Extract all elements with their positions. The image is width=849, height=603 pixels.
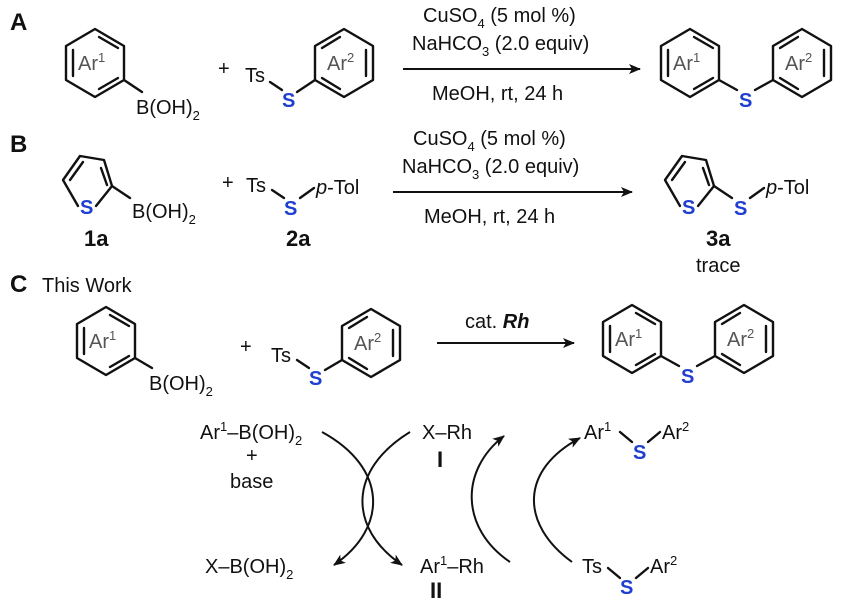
condition-copper: CuSO4 (5 mol %) — [423, 5, 576, 31]
tosyl-label-b: Ts — [246, 175, 266, 197]
c-boronic-acid: B(OH)2 — [149, 373, 213, 399]
compound-3a: 3a — [706, 226, 731, 251]
aryl2-label: Ar2 — [327, 50, 354, 75]
tosyl-label: Ts — [245, 65, 265, 87]
c-plus-sign: + — [240, 336, 252, 358]
thiophene-1a — [61, 154, 132, 208]
boron-byproduct: X–B(OH)2 — [205, 556, 293, 582]
thiophene-3a — [663, 154, 734, 208]
thiophene-sulfur-3a: S — [682, 197, 695, 219]
aryl-rhodium: Ar1–Rh — [420, 553, 484, 578]
condition-base-b: NaHCO3 (2.0 equiv) — [402, 156, 579, 182]
base-label: base — [230, 471, 273, 493]
sulfur-3a: S — [734, 198, 747, 220]
ptolyl-3a: p-Tol — [765, 177, 809, 199]
condition-base: NaHCO3 (2.0 equiv) — [412, 33, 589, 59]
arrow-xrh-to-arylrh — [361, 431, 411, 566]
cycle-product-ar2: Ar2 — [662, 419, 689, 444]
c-product-aryl1-label: Ar1 — [615, 326, 642, 351]
product-aryl1-label: Ar1 — [673, 50, 700, 75]
result-trace: trace — [696, 255, 740, 277]
aryl1-ring — [64, 27, 144, 99]
plus-sign-b: + — [222, 172, 234, 194]
section-c: C This Work Ar1 B(OH)2 + Ts S Ar2 cat. R… — [10, 271, 775, 399]
cycle-product-sulfur: S — [633, 442, 646, 464]
compound-2a: 2a — [286, 226, 311, 251]
c-product-aryl2-ring — [713, 303, 775, 375]
arrow-sulfide-to-product — [533, 437, 581, 563]
section-label-a: A — [10, 9, 27, 36]
xrh-complex: X–Rh — [422, 422, 472, 444]
c-aryl2-ring — [340, 307, 402, 379]
arrow-arylrh-to-xrh — [470, 435, 511, 563]
condition-solvent: MeOH, rt, 24 h — [432, 83, 563, 105]
this-work-title: This Work — [42, 275, 133, 297]
sulfur-atom: S — [282, 90, 295, 112]
c-product-aryl2-label: Ar2 — [727, 326, 754, 351]
c-aryl2-label: Ar2 — [354, 330, 381, 355]
compound-1a: 1a — [84, 226, 109, 251]
product-aryl2-ring — [771, 27, 833, 99]
cycle-product: Ar1 — [584, 419, 611, 444]
c-product-aryl1-ring — [601, 303, 681, 375]
aryl1-label: Ar1 — [78, 50, 105, 75]
intermediate-II: II — [430, 578, 442, 603]
catalyst-label: cat. Rh — [465, 311, 529, 333]
cycle-sulfenyl-ar2: Ar2 — [650, 553, 677, 578]
product-sulfur: S — [739, 90, 752, 112]
plus-sign: + — [218, 58, 230, 80]
cycle-sulfur: S — [620, 577, 633, 599]
section-label-b: B — [10, 131, 27, 158]
ptolyl-2a: p-Tol — [315, 177, 359, 199]
c-sulfur: S — [309, 368, 322, 390]
cycle-plus: + — [246, 445, 258, 467]
c-tosyl-label: Ts — [271, 345, 291, 367]
c-aryl1-ring — [75, 305, 154, 377]
aryl2-ring — [313, 27, 375, 99]
catalytic-cycle: Ar1–B(OH)2 + base X–Rh I Ar1 S Ar2 X–B(O… — [200, 419, 689, 603]
boronic-acid-1a: B(OH)2 — [132, 201, 196, 227]
aryl-boronic-acid: Ar1–B(OH)2 — [200, 419, 302, 448]
condition-copper-b: CuSO4 (5 mol %) — [413, 128, 566, 154]
thiophene-sulfur-1a: S — [80, 197, 93, 219]
arrow-boronic-to-byproduct — [321, 431, 375, 566]
condition-solvent-b: MeOH, rt, 24 h — [424, 206, 555, 228]
boronic-acid-label: B(OH)2 — [136, 97, 200, 123]
c-aryl1-label: Ar1 — [89, 328, 116, 353]
cycle-tosyl: Ts — [582, 556, 602, 578]
section-label-c: C — [10, 271, 27, 298]
product-aryl1-ring — [659, 27, 739, 99]
product-aryl2-label: Ar2 — [785, 50, 812, 75]
c-product-sulfur: S — [681, 366, 694, 388]
section-a: A Ar1 B(OH)2 + Ts S Ar2 CuSO4 (5 mol %) … — [10, 5, 833, 123]
sulfur-2a: S — [284, 198, 297, 220]
section-b: B S B(OH)2 1a + Ts S p-Tol 2a CuSO4 (5 m… — [10, 128, 809, 277]
intermediate-I: I — [437, 447, 443, 472]
